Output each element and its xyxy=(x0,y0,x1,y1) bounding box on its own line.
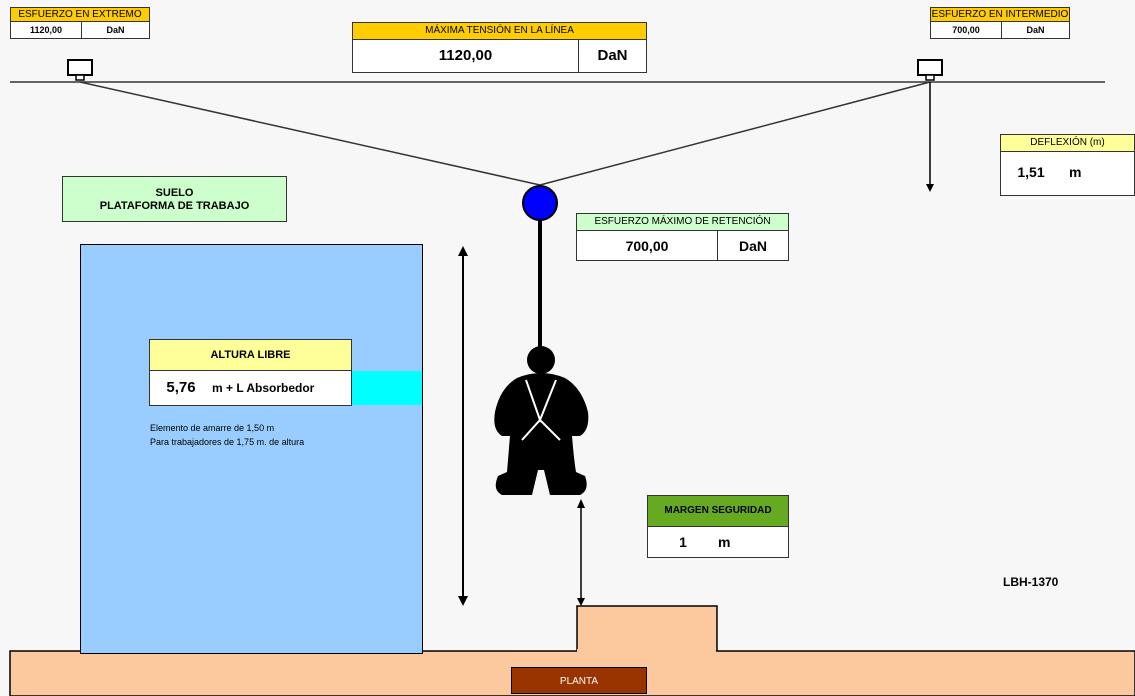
margin-box: MARGEN SEGURIDAD 1 m xyxy=(647,495,789,558)
retention-value: 700,00 xyxy=(577,231,718,261)
max-tension-box: MÁXIMA TENSIÓN EN LA LÍNEA 1120,00 DaN xyxy=(352,22,647,73)
step-block xyxy=(576,605,718,652)
product-code: LBH-1370 xyxy=(1003,575,1059,589)
anchor-ring-icon xyxy=(522,185,558,221)
clearance-label: ALTURA LIBRE xyxy=(150,340,351,371)
anchor-right-icon xyxy=(917,59,943,76)
platform-line1: SUELO xyxy=(155,187,194,199)
end-force-label: ESFUERZO EN EXTREMO xyxy=(11,8,149,22)
platform-line2: PLATAFORMA DE TRABAJO xyxy=(99,200,250,212)
retention-box: ESFUERZO MÁXIMO DE RETENCIÓN 700,00 DaN xyxy=(576,213,789,261)
max-tension-label: MÁXIMA TENSIÓN EN LA LÍNEA xyxy=(353,23,646,40)
clearance-note-2: Para trabajadores de 1,75 m. de altura xyxy=(150,437,305,447)
max-tension-value: 1120,00 xyxy=(353,40,579,72)
clearance-box: ALTURA LIBRE 5,76 m + L Absorbedor xyxy=(149,339,352,406)
max-tension-unit: DaN xyxy=(597,47,628,64)
anchor-left-icon xyxy=(67,59,93,76)
margin-unit: m xyxy=(718,534,731,550)
cable-right xyxy=(539,81,931,186)
clearance-value: 5,76 xyxy=(166,379,196,396)
retention-unit: DaN xyxy=(738,238,767,254)
clearance-unit: m + L Absorbedor xyxy=(212,381,315,395)
mid-force-value: 700,00 xyxy=(931,22,1002,38)
deflection-value: 1,51 xyxy=(1017,164,1045,180)
work-platform-block xyxy=(80,244,423,654)
end-force-value: 1120,00 xyxy=(11,22,82,38)
deflection-box: DEFLEXIÓN (m) 1,51 m xyxy=(1000,134,1135,196)
step-joint xyxy=(577,649,716,653)
cable-left xyxy=(79,81,541,186)
worker-harness-icon xyxy=(494,346,589,495)
margin-value: 1 xyxy=(679,534,687,550)
mid-force-box: ESFUERZO EN INTERMEDIO 700,00 DaN xyxy=(930,7,1070,39)
clearance-note-1: Elemento de amarre de 1,50 m xyxy=(150,423,275,433)
retention-label: ESFUERZO MÁXIMO DE RETENCIÓN xyxy=(577,214,788,231)
mid-force-label: ESFUERZO EN INTERMEDIO xyxy=(931,8,1069,22)
margin-label: MARGEN SEGURIDAD xyxy=(648,496,788,527)
clearance-notes: Elemento de amarre de 1,50 m Para trabaj… xyxy=(150,421,304,449)
clearance-marker xyxy=(352,371,422,405)
planta-label: PLANTA xyxy=(511,667,647,694)
mid-force-unit: DaN xyxy=(1026,25,1045,35)
platform-label-box: SUELO PLATAFORMA DE TRABAJO xyxy=(62,176,287,222)
deflection-arrow-head xyxy=(926,184,934,192)
deflection-unit: m xyxy=(1069,164,1082,180)
end-force-box: ESFUERZO EN EXTREMO 1120,00 DaN xyxy=(10,7,150,39)
end-force-unit: DaN xyxy=(106,25,125,35)
deflection-label: DEFLEXIÓN (m) xyxy=(1001,135,1134,152)
